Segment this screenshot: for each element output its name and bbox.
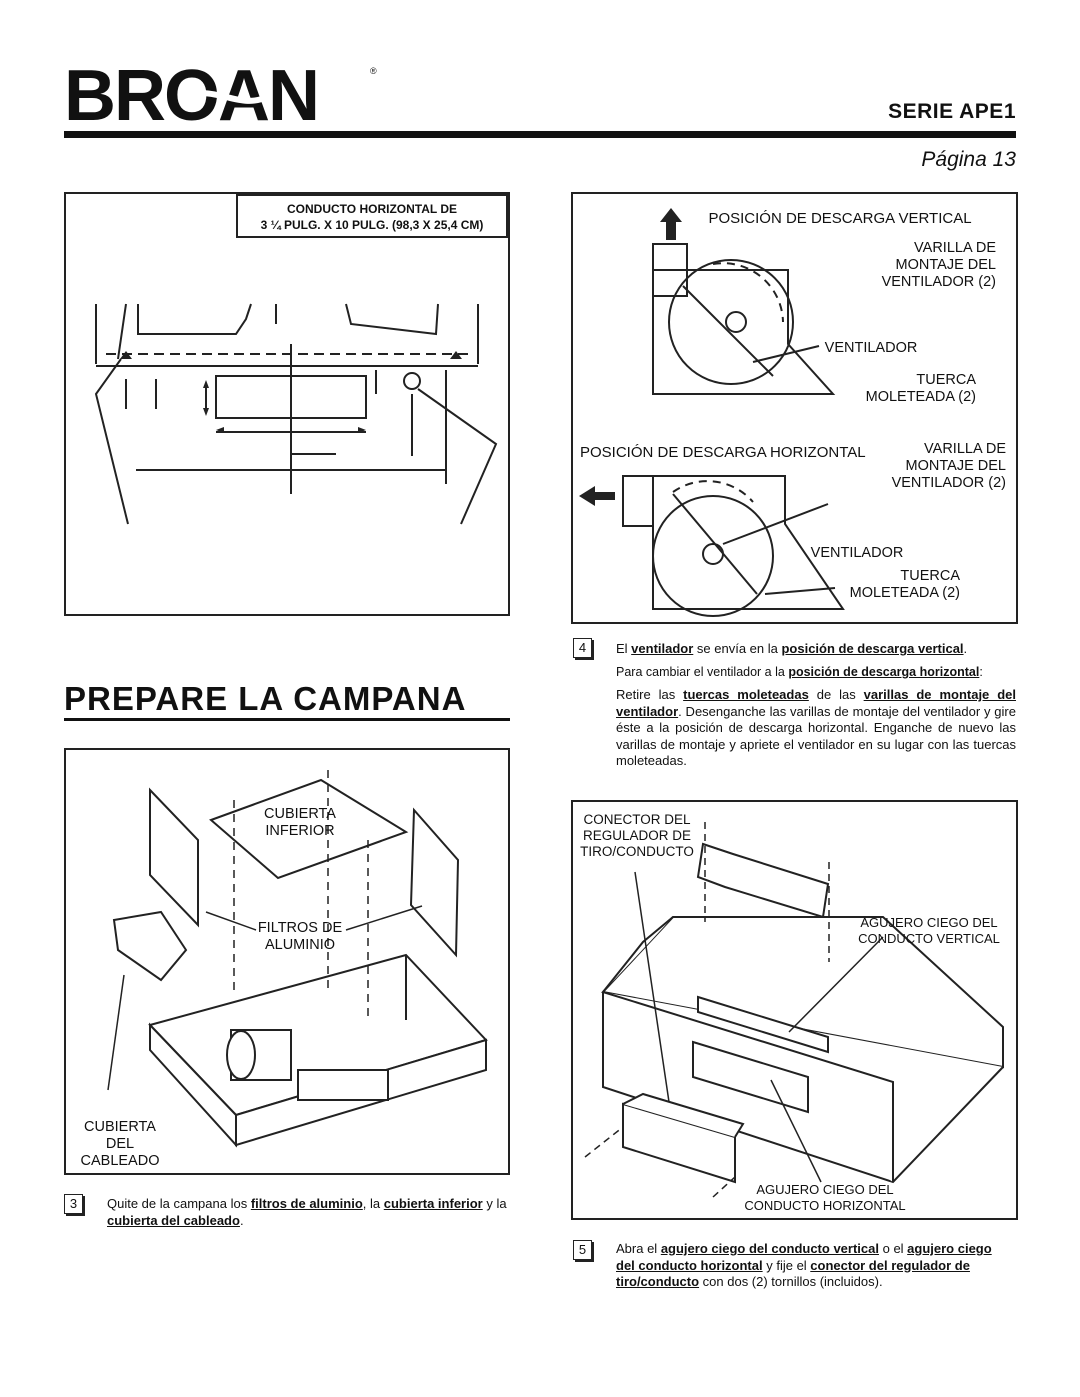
duct-dimension-figure	[64, 192, 510, 616]
knurled-nut-label-vertical: TUERCA MOLETEADA (2)	[865, 372, 976, 405]
vertical-position-title: POSICIÓN DE DESCARGA VERTICAL	[708, 210, 972, 227]
duct-caption: CONDUCTO HORIZONTAL DE 3 ¼ PULG. X 10 PU…	[236, 194, 508, 238]
section-heading-rule	[64, 718, 510, 721]
knurled-nut-label-horizontal: TUERCA MOLETEADA (2)	[849, 568, 960, 601]
arrow-up-icon	[660, 208, 682, 240]
broan-logo-graphic: BROAN ®	[64, 56, 377, 136]
step-3-text: Quite de la campana los filtros de alumi…	[107, 1196, 507, 1228]
duct-dimension-drawing	[94, 303, 498, 525]
damper-connector-figure	[571, 800, 1018, 1220]
mounting-rod-label-vertical: VARILLA DE MONTAJE DEL VENTILADOR (2)	[881, 240, 996, 290]
section-heading: PREPARE LA CAMPANA	[64, 680, 467, 717]
damper-connector-drawing	[584, 822, 1004, 1198]
mounting-rod-label-horizontal: VARILLA DE MONTAJE DEL VENTILADOR (2)	[891, 441, 1006, 491]
blower-drawing	[579, 208, 845, 617]
step-4-paragraph-3: Retire las tuercas moleteadas de las var…	[616, 687, 1016, 768]
duct-caption-line1: CONDUCTO HORIZONTAL DE	[287, 202, 457, 216]
vertical-knockout-label: AGUJERO CIEGO DEL CONDUCTO VERTICAL	[858, 915, 1000, 946]
damper-connector-label: CONECTOR DEL REGULADOR DE TIRO/CONDUCTO	[580, 812, 694, 859]
brand-logo: BROAN ®	[64, 56, 384, 136]
hood-exploded-figure	[64, 748, 510, 1175]
aluminum-filters-label: FILTROS DE ALUMINIO	[257, 920, 343, 953]
horizontal-knockout-label: AGUJERO CIEGO DEL CONDUCTO HORIZONTAL	[744, 1182, 906, 1213]
blower-position-figure	[571, 192, 1018, 624]
arrow-left-icon	[579, 486, 615, 506]
step-5-text: Abra el agujero ciego del conducto verti…	[616, 1241, 992, 1289]
step-4-paragraph-1: El ventilador se envía en la posición de…	[616, 641, 968, 656]
wiring-cover-label: CUBIERTA DEL CABLEADO	[80, 1119, 160, 1169]
fan-label-horizontal: VENTILADOR	[810, 545, 904, 561]
step-4-paragraph-2: Para cambiar el ventilador a la posición…	[616, 665, 983, 679]
series-title: SERIE APE1	[888, 100, 1016, 123]
step-number-5: 5	[573, 1240, 592, 1260]
header-rule	[64, 131, 1016, 138]
svg-text:®: ®	[370, 66, 377, 76]
hood-exploded-drawing	[107, 770, 488, 1148]
step-number-4: 4	[573, 638, 592, 658]
page-number: Página 13	[921, 148, 1016, 171]
fan-label-vertical: VENTILADOR	[824, 340, 918, 356]
horizontal-position-title: POSICIÓN DE DESCARGA HORIZONTAL	[580, 444, 866, 461]
step-number-3: 3	[64, 1194, 83, 1214]
bottom-cover-label: CUBIERTA INFERIOR	[264, 806, 336, 839]
duct-caption-line2: 3 ¼ PULG. X 10 PULG. (98,3 X 25,4 CM)	[260, 218, 484, 232]
